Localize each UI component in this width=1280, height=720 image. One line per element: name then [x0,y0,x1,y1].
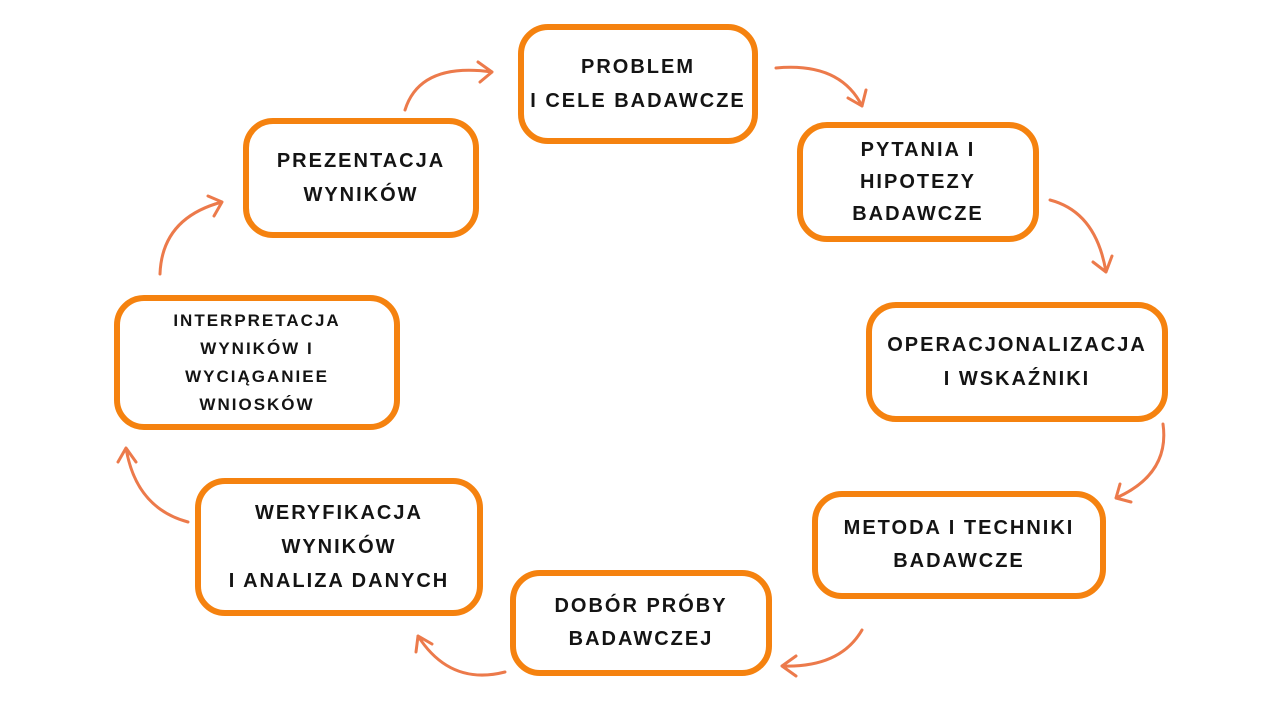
arrow-interpretacja-to-prezentacja [158,194,224,276]
node-operacjonalizacja: Operacjonalizacja i wskaźniki [866,302,1168,422]
node-dobor: Dobór próby badawczej [510,570,772,676]
node-interpretacja: Interpretacja wyników i wyciąganiee wnio… [114,295,400,430]
node-dobor-label: Dobór próby badawczej [554,595,728,650]
arrow-dobor-to-weryfikacja [414,634,507,677]
arrow-weryfikacja-to-interpretacja [116,446,190,524]
node-problem-label: Problem I cele badawcze [530,56,746,112]
node-prezentacja: Prezentacja wyników [243,118,479,238]
node-prezentacja-label: Prezentacja wyników [276,150,446,206]
node-metoda: Metoda i techniki badawcze [812,491,1106,599]
node-pytania: Pytania i hipotezy badawcze [797,122,1039,242]
arrow-pytania-to-operacjonalizacja [1048,198,1114,274]
node-problem: Problem I cele badawcze [518,24,758,144]
node-operacjonalizacja-label: Operacjonalizacja i wskaźniki [887,334,1147,390]
arrow-problem-to-pytania [774,65,868,108]
node-weryfikacja: Weryfikacja wyników i analiza danych [195,478,483,616]
node-interpretacja-label: Interpretacja wyników i wyciąganiee wnio… [173,310,341,414]
node-pytania-label: Pytania i hipotezy badawcze [852,139,984,225]
node-metoda-label: Metoda i techniki badawcze [843,517,1075,572]
node-weryfikacja-label: Weryfikacja wyników i analiza danych [228,502,450,592]
arrow-prezentacja-to-problem [403,60,494,112]
arrow-metoda-to-dobor [780,628,864,678]
arrow-operacjonalizacja-to-metoda [1114,422,1166,504]
